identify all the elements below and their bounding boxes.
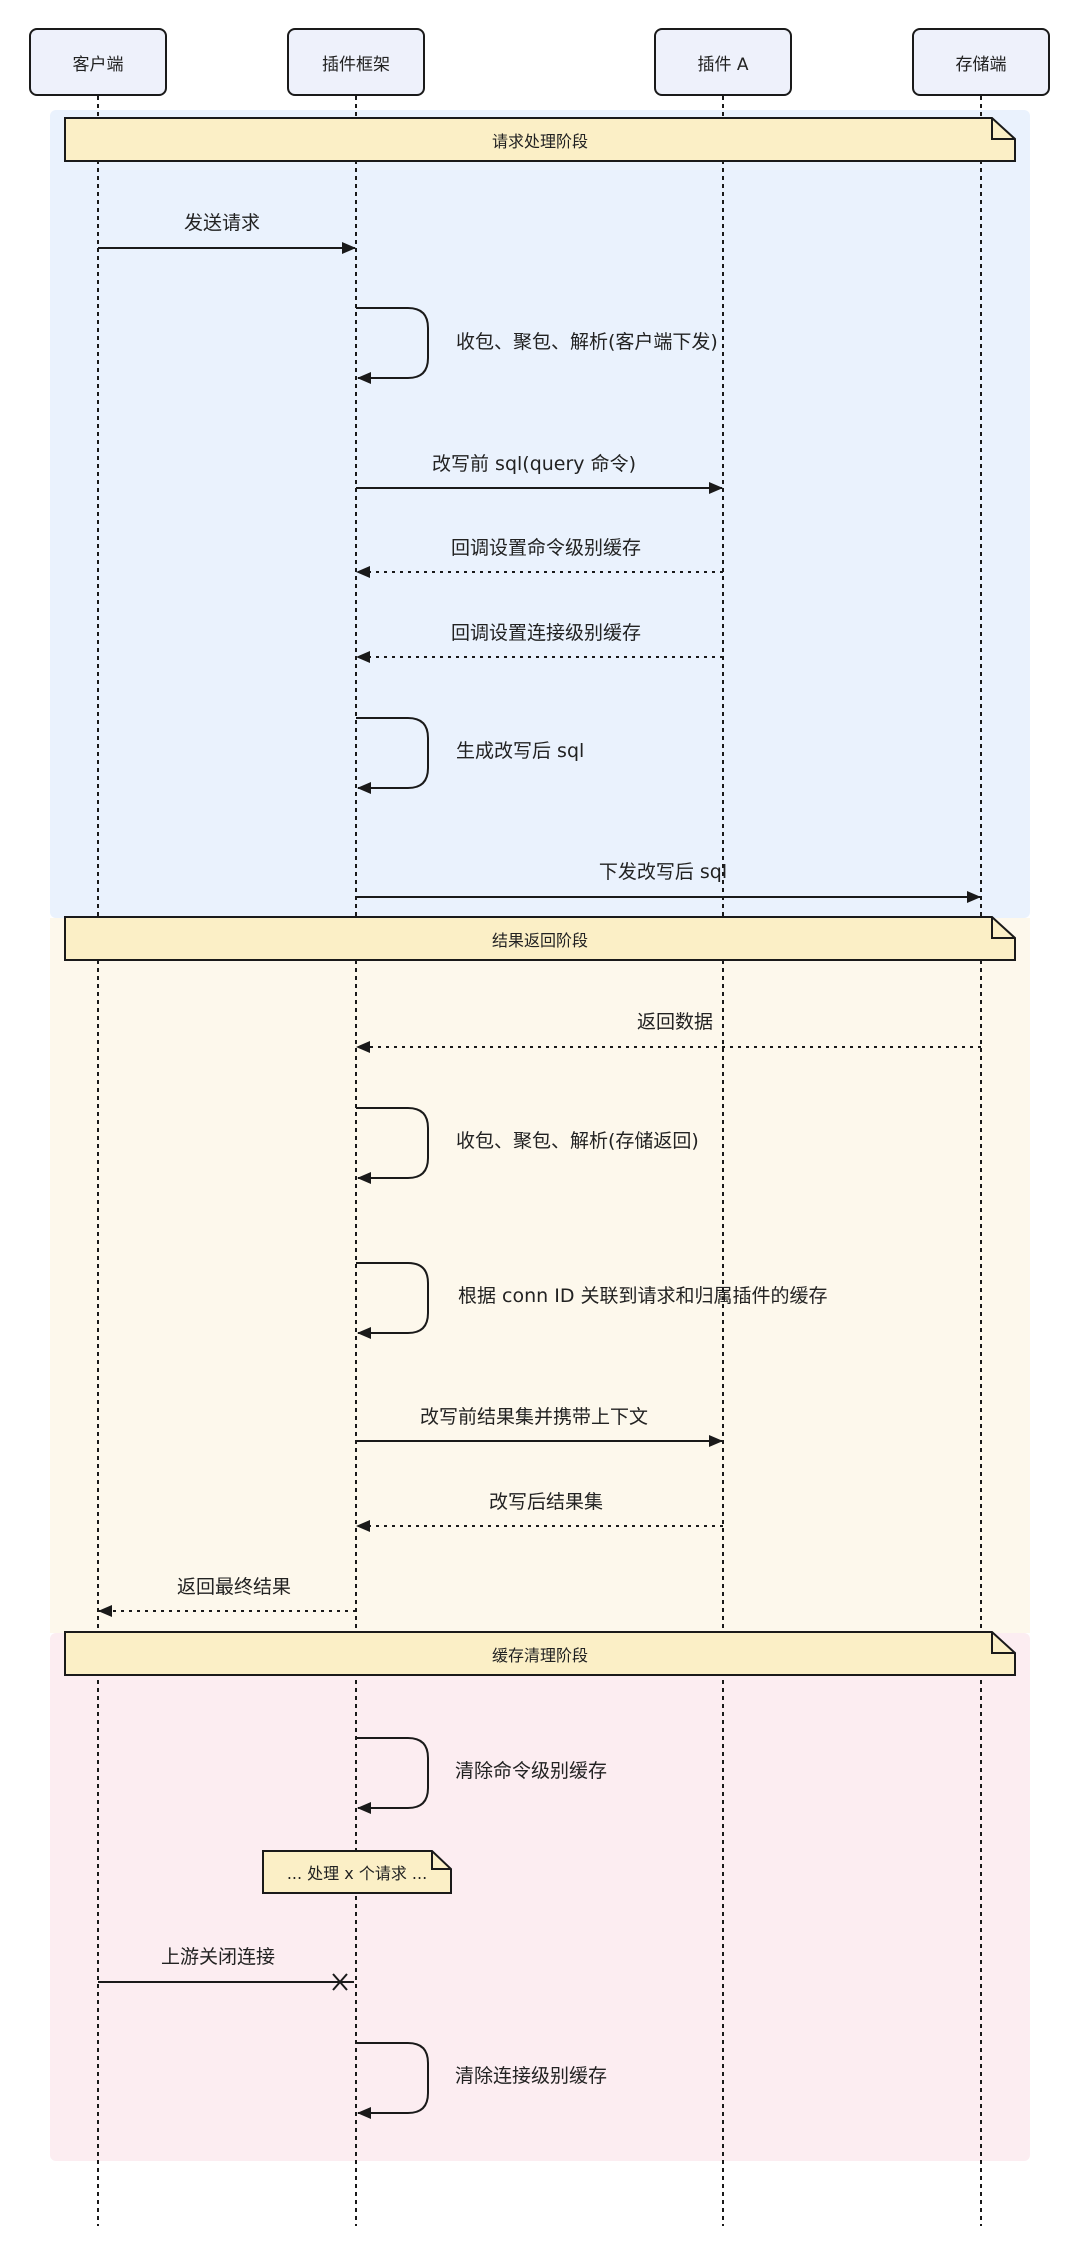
phase-label: 请求处理阶段 (491, 131, 588, 151)
message-label: 返回数据 (636, 1011, 714, 1033)
phase-header-cleanup: 缓存清理阶段 (64, 1631, 1016, 1676)
participant-label: 客户端 (72, 54, 124, 75)
message-label: 返回最终结果 (176, 1576, 292, 1598)
phase-header-result: 结果返回阶段 (64, 916, 1016, 961)
participant-client: 客户端 (29, 28, 167, 96)
message-label: 改写前 sql(query 命令) (432, 453, 636, 475)
message-label: 改写后结果集 (488, 1491, 604, 1513)
participant-plugin-a: 插件 A (654, 28, 792, 96)
message-label: 发送请求 (183, 212, 261, 234)
self-message-arrow (356, 1107, 429, 1184)
message-label: 下发改写后 sql (598, 861, 728, 883)
phase-note-shape (64, 117, 1016, 162)
self-message-label: 收包、聚包、解析(客户端下发) (456, 331, 718, 353)
message-label: 改写前结果集并携带上下文 (419, 1406, 649, 1428)
self-message-label: 清除连接级别缓存 (455, 2065, 608, 2087)
message-label: 上游关闭连接 (160, 1946, 276, 1968)
participant-plugin-framework: 插件框架 (287, 28, 425, 96)
phase-background-cleanup (50, 1633, 1030, 2161)
message-label: 回调设置命令级别缓存 (450, 537, 642, 559)
phase-label: 缓存清理阶段 (491, 1645, 588, 1665)
phase-note-shape (64, 916, 1016, 961)
self-message-arrow (356, 717, 429, 794)
participant-label: 插件框架 (322, 54, 390, 75)
self-message-label: 收包、聚包、解析(存储返回) (456, 1130, 699, 1152)
phase-label: 结果返回阶段 (491, 930, 588, 950)
self-message-label: 根据 conn ID 关联到请求和归属插件的缓存 (458, 1285, 828, 1307)
participant-label: 插件 A (697, 54, 749, 75)
phase-background-result (50, 918, 1030, 1633)
self-message-arrow (356, 307, 429, 384)
destroy-cross-icon (332, 1973, 348, 1991)
participant-label: 存储端 (955, 54, 1007, 75)
self-message-arrow (356, 1737, 429, 1814)
message-label: 回调设置连接级别缓存 (450, 622, 642, 644)
self-message-arrow (356, 2042, 429, 2119)
self-message-label: 清除命令级别缓存 (455, 1760, 608, 1782)
loop-note: ... 处理 x 个请求 ... (262, 1850, 452, 1894)
phase-background-request (50, 110, 1030, 918)
self-message-arrow (356, 1262, 429, 1339)
self-message-label: 生成改写后 sql (456, 740, 585, 762)
phase-header-request: 请求处理阶段 (64, 117, 1016, 162)
note-label: ... 处理 x 个请求 ... (286, 1864, 428, 1883)
phase-note-shape (64, 1631, 1016, 1676)
participant-storage: 存储端 (912, 28, 1050, 96)
note-shape (262, 1850, 452, 1894)
